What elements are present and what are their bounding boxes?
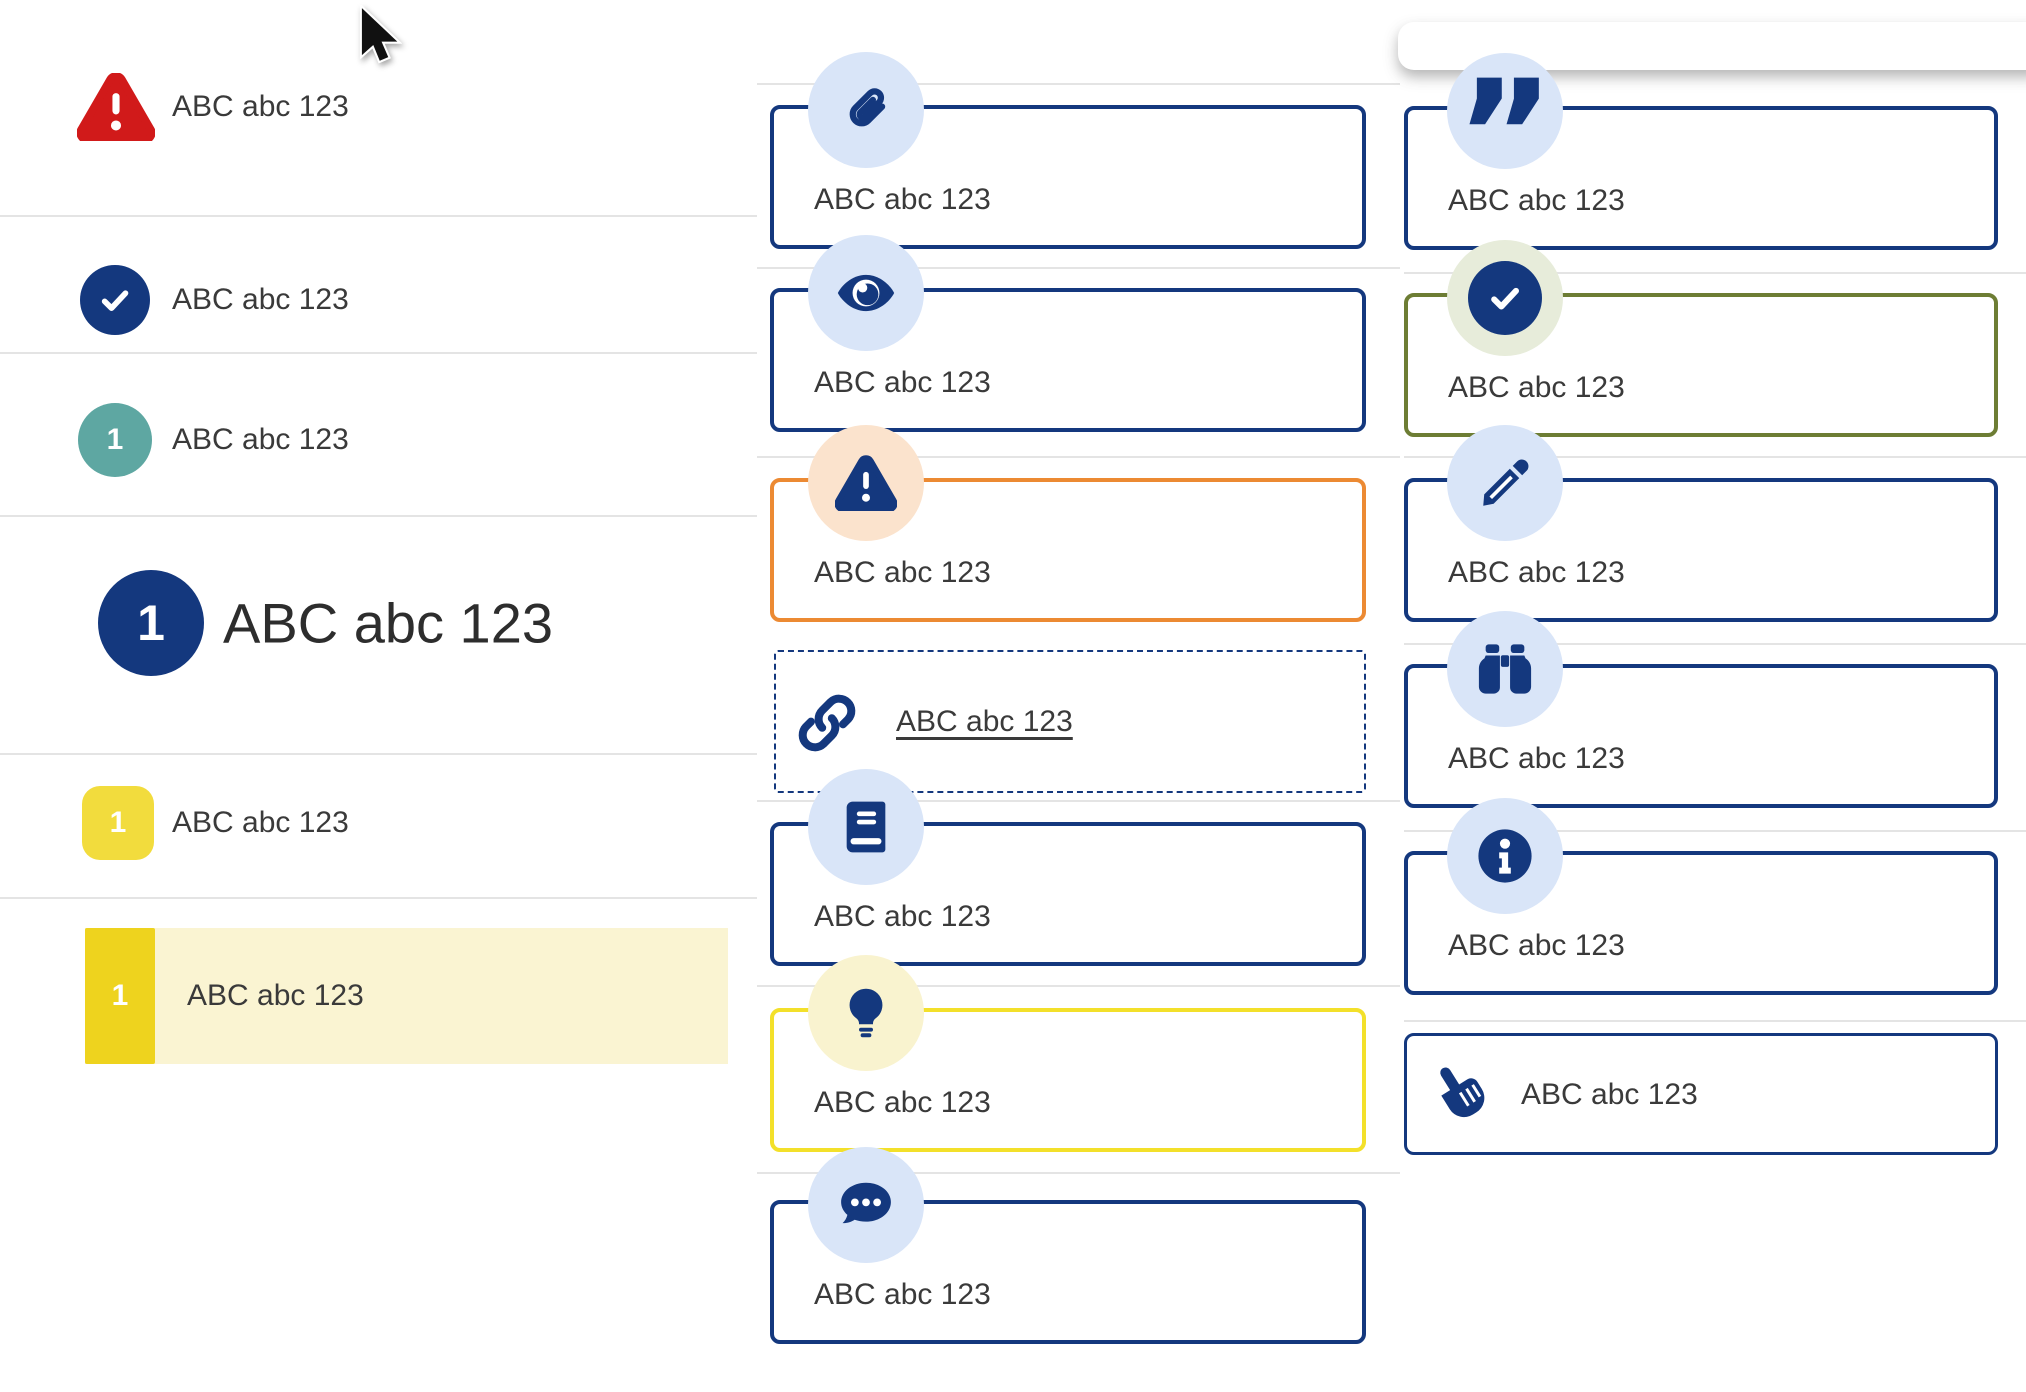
divider	[1404, 643, 2026, 645]
mouse-cursor	[358, 5, 402, 67]
divider	[1404, 1020, 2026, 1022]
warning-triangle-icon	[77, 73, 155, 141]
divider	[757, 456, 1400, 458]
list-item-label: ABC abc 123	[172, 806, 349, 839]
check-circle-icon	[80, 265, 150, 335]
divider	[0, 215, 757, 217]
divider	[0, 897, 757, 899]
hand-pointer-icon	[1424, 1062, 1488, 1126]
divider	[1404, 830, 2026, 832]
callout-link-label[interactable]: ABC abc 123	[896, 705, 1073, 738]
callout-label: ABC abc 123	[814, 183, 991, 216]
divider	[1404, 272, 2026, 274]
list-item-label-large: ABC abc 123	[223, 591, 553, 655]
callout-label: ABC abc 123	[1448, 371, 1625, 404]
divider	[0, 515, 757, 517]
list-item-label: ABC abc 123	[172, 90, 349, 123]
list-item-label: ABC abc 123	[187, 979, 364, 1012]
callout-label: ABC abc 123	[814, 900, 991, 933]
number-badge-teal: 1	[78, 403, 152, 477]
callout-label: ABC abc 123	[814, 556, 991, 589]
warning-triangle-icon	[808, 425, 924, 541]
number-badge-yellow-highlight: 1	[85, 928, 155, 1064]
divider	[757, 83, 1400, 85]
divider	[757, 1172, 1400, 1174]
number-badge-navy-large: 1	[98, 570, 204, 676]
quote-icon: ”	[1447, 53, 1563, 211]
info-circle-icon	[1447, 798, 1563, 914]
divider	[0, 753, 757, 755]
check-circle-icon	[1447, 240, 1563, 356]
callout-label: ABC abc 123	[1448, 742, 1625, 775]
divider	[757, 267, 1400, 269]
divider	[0, 352, 757, 354]
callout-link[interactable]	[774, 650, 1366, 793]
callout-label: ABC abc 123	[814, 366, 991, 399]
callout-label: ABC abc 123	[1448, 184, 1625, 217]
callout-action[interactable]	[1404, 1033, 1998, 1155]
list-item-label: ABC abc 123	[172, 283, 349, 316]
lightbulb-icon	[808, 955, 924, 1071]
list-item-label: ABC abc 123	[172, 423, 349, 456]
eye-icon	[808, 235, 924, 351]
link-icon	[795, 691, 859, 755]
number-badge-yellow: 1	[82, 786, 154, 860]
book-icon	[808, 769, 924, 885]
callout-warning	[770, 478, 1366, 622]
highlighted-list-item	[85, 928, 728, 1064]
callout-label: ABC abc 123	[814, 1278, 991, 1311]
callout-label: ABC abc 123	[1448, 929, 1625, 962]
divider	[757, 800, 1400, 802]
binoculars-icon	[1447, 611, 1563, 727]
callout-edit	[1404, 478, 1998, 622]
callout-label: ABC abc 123	[814, 1086, 991, 1119]
divider	[1404, 456, 2026, 458]
callout-action-label[interactable]: ABC abc 123	[1521, 1078, 1698, 1111]
chat-bubble-icon	[808, 1147, 924, 1263]
divider	[757, 985, 1400, 987]
callout-label: ABC abc 123	[1448, 556, 1625, 589]
paperclip-icon	[808, 52, 924, 168]
pencil-icon	[1447, 425, 1563, 541]
